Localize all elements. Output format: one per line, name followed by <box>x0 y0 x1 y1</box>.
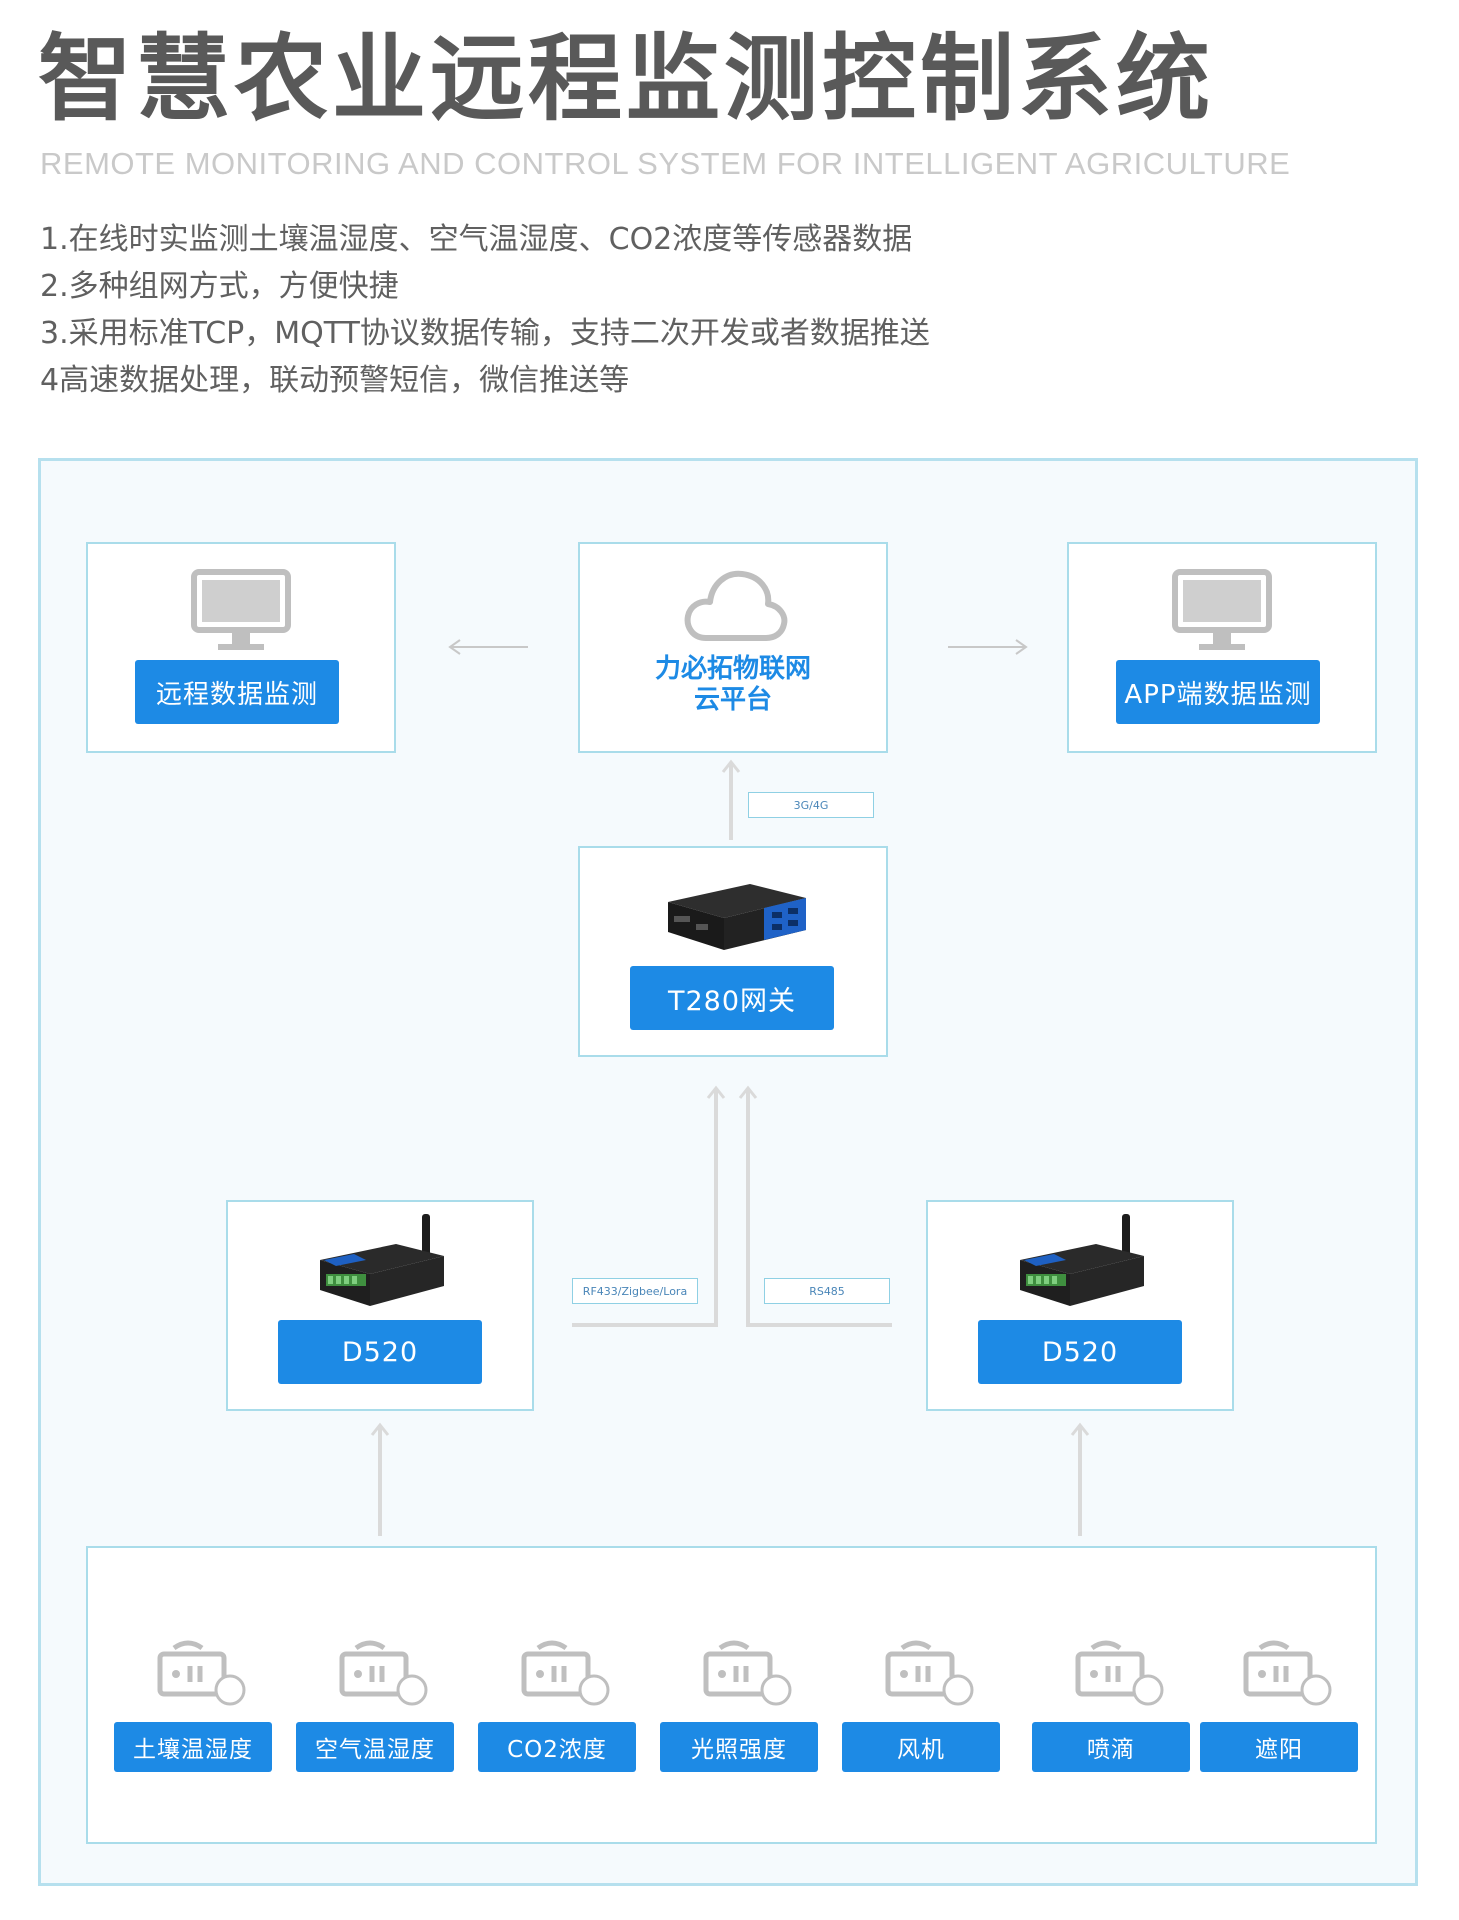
arrow-left-node-to-gateway <box>572 1088 718 1327</box>
gateway-device-icon <box>668 884 806 950</box>
d520-device-icon <box>320 1214 444 1306</box>
feature-item: 3.采用标准TCP，MQTT协议数据传输，支持二次开发或者数据推送 <box>40 316 930 351</box>
cloud-platform-node: 力必拓物联网 云平台 <box>578 542 888 753</box>
app-monitor-node: APP端数据监测 <box>1067 542 1377 753</box>
sensor-button-shade[interactable]: 遮阳 <box>1200 1722 1358 1772</box>
link-label-3g4g: 3G/4G <box>748 792 874 818</box>
sensor-button-sprinkler[interactable]: 喷滴 <box>1032 1722 1190 1772</box>
cloud-label-line2: 云平台 <box>693 685 772 715</box>
page-subtitle: REMOTE MONITORING AND CONTROL SYSTEM FOR… <box>40 146 1291 181</box>
left-node-button[interactable]: D520 <box>278 1320 482 1384</box>
gateway-button[interactable]: T280网关 <box>630 966 834 1030</box>
app-monitor-button[interactable]: APP端数据监测 <box>1116 660 1320 724</box>
d520-device-icon <box>1020 1214 1144 1306</box>
light-sensor-icon <box>703 1640 792 1706</box>
soil-sensor-icon <box>157 1640 246 1706</box>
air-humidity-sensor-icon <box>339 1640 428 1706</box>
feature-item: 1.在线时实监测土壤温湿度、空气温湿度、CO2浓度等传感器数据 <box>40 222 913 257</box>
gateway-node: T280网关 <box>578 846 888 1057</box>
shade-icon <box>1243 1640 1332 1706</box>
cloud-label-line1: 力必拓物联网 <box>654 654 811 684</box>
right-node-button[interactable]: D520 <box>978 1320 1182 1384</box>
left-node-d520: D520 <box>226 1200 534 1411</box>
sensor-button-fan[interactable]: 风机 <box>842 1722 1000 1772</box>
arrow-right-node-to-gateway <box>746 1088 892 1327</box>
sprinkler-icon <box>1075 1640 1164 1706</box>
remote-monitor-button[interactable]: 远程数据监测 <box>135 660 339 724</box>
feature-item: 4高速数据处理，联动预警短信，微信推送等 <box>40 363 630 398</box>
remote-monitor-node: 远程数据监测 <box>86 542 396 753</box>
link-label-rs485: RS485 <box>764 1278 890 1304</box>
feature-item: 2.多种组网方式，方便快捷 <box>40 269 399 304</box>
cloud-icon <box>684 570 788 641</box>
page-title: 智慧农业远程监测控制系统 <box>38 25 1215 134</box>
sensor-button-co2[interactable]: CO2浓度 <box>478 1722 636 1772</box>
co2-sensor-icon <box>521 1640 610 1706</box>
sensor-button-light[interactable]: 光照强度 <box>660 1722 818 1772</box>
right-node-d520: D520 <box>926 1200 1234 1411</box>
monitor-icon <box>191 569 291 650</box>
link-label-rf: RF433/Zigbee/Lora <box>572 1278 698 1304</box>
sensor-button-soil[interactable]: 土壤温湿度 <box>114 1722 272 1772</box>
sensor-button-air[interactable]: 空气温湿度 <box>296 1722 454 1772</box>
monitor-icon <box>1172 569 1272 650</box>
fan-icon <box>885 1640 974 1706</box>
feature-list: 1.在线时实监测土壤温湿度、空气温湿度、CO2浓度等传感器数据 2.多种组网方式… <box>40 216 930 404</box>
